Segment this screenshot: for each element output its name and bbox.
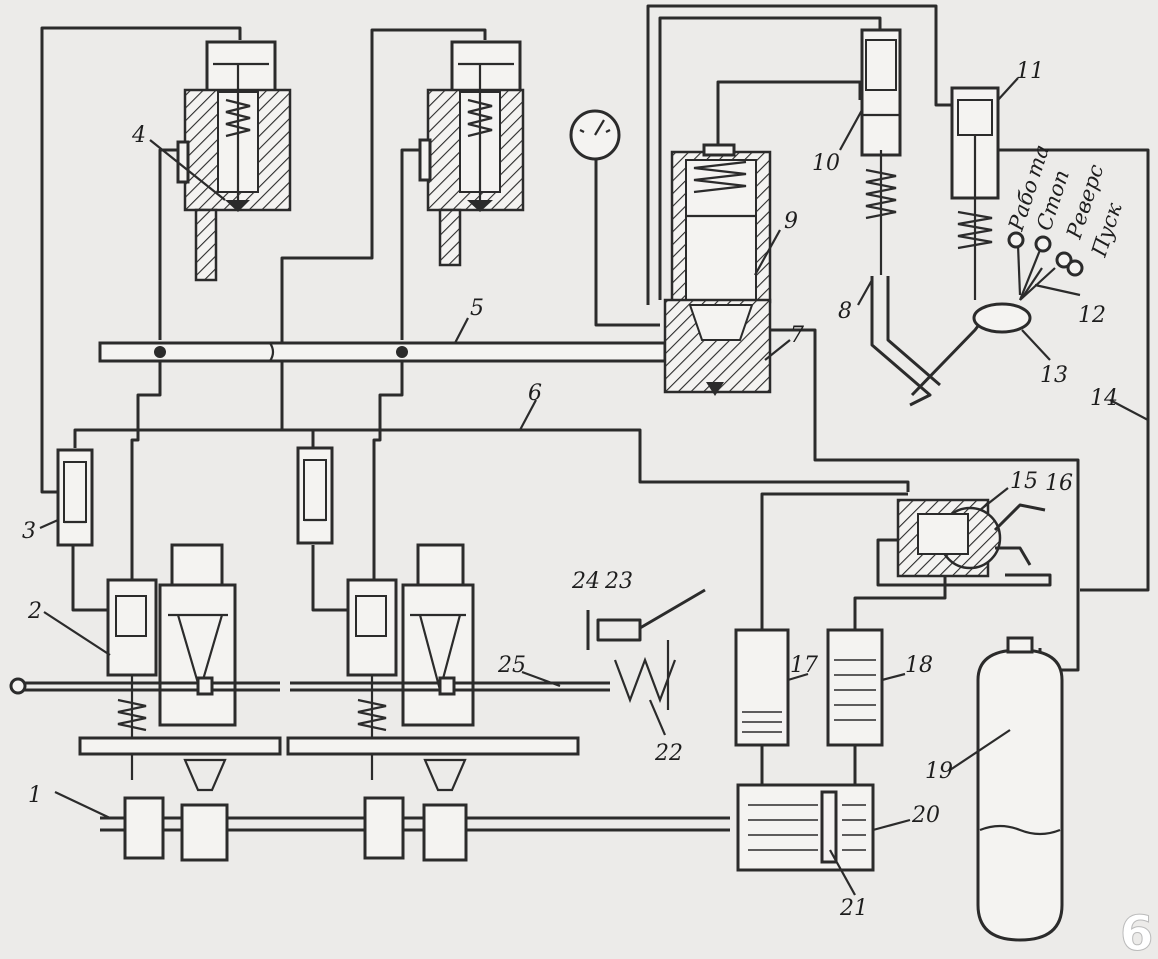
label-5: 5 bbox=[470, 296, 484, 321]
label-18: 18 bbox=[905, 653, 933, 678]
label-23: 23 bbox=[604, 569, 633, 594]
label-13: 13 bbox=[1040, 363, 1068, 388]
label-7: 7 bbox=[790, 323, 804, 348]
label-3: 3 bbox=[22, 519, 36, 544]
label-14: 14 bbox=[1090, 386, 1118, 411]
main-start-valve bbox=[663, 143, 772, 396]
label-22: 22 bbox=[654, 741, 683, 766]
servo-cylinder-11 bbox=[950, 86, 1000, 300]
servo-cylinder-10 bbox=[860, 28, 902, 275]
label-11: 11 bbox=[1016, 59, 1044, 84]
label-15: 15 bbox=[1010, 469, 1038, 494]
control-handle bbox=[972, 231, 1084, 334]
rod-25 bbox=[9, 676, 610, 696]
air-bottle-19 bbox=[976, 636, 1064, 942]
servo-motor-20 bbox=[736, 783, 875, 872]
crankshaft bbox=[100, 758, 730, 862]
label-9: 9 bbox=[784, 209, 798, 234]
linkage-8 bbox=[870, 276, 992, 407]
lock-mechanism bbox=[586, 588, 706, 710]
label-12: 12 bbox=[1078, 303, 1106, 328]
start-valve-middle bbox=[418, 40, 525, 267]
label-16: 16 bbox=[1045, 471, 1073, 496]
label-21: 21 bbox=[839, 896, 868, 921]
pipe-network bbox=[40, 4, 1150, 672]
corner-mark: 6 bbox=[1120, 906, 1153, 959]
label-8: 8 bbox=[838, 299, 852, 324]
distributor-middle bbox=[346, 543, 475, 780]
label-6: 6 bbox=[528, 381, 542, 406]
tank-17 bbox=[734, 628, 790, 747]
label-25: 25 bbox=[497, 653, 526, 678]
main-air-line bbox=[98, 341, 667, 363]
pressure-gauge bbox=[569, 109, 621, 161]
tank-pipes bbox=[760, 745, 857, 785]
label-1: 1 bbox=[28, 783, 42, 808]
label-10: 10 bbox=[812, 151, 840, 176]
reverse-valve-15 bbox=[896, 498, 1046, 578]
label-20: 20 bbox=[911, 803, 940, 828]
tank-18 bbox=[826, 628, 884, 747]
label-17: 17 bbox=[790, 653, 818, 678]
start-valve-left bbox=[176, 40, 292, 282]
label-19: 19 bbox=[925, 759, 953, 784]
frame-middle bbox=[286, 736, 580, 756]
label-2: 2 bbox=[27, 599, 42, 624]
label-4: 4 bbox=[131, 123, 146, 148]
cylinder-3-middle bbox=[296, 446, 334, 545]
cylinder-3-left bbox=[56, 448, 94, 547]
callouts bbox=[39, 77, 1149, 896]
label-24: 24 bbox=[571, 569, 600, 594]
frame-left bbox=[78, 736, 282, 756]
